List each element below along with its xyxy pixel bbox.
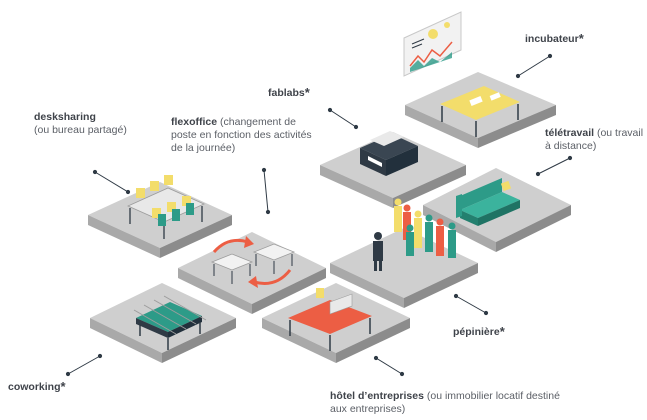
foosball-table-icon: [133, 295, 207, 350]
label-teletravail-desc: (ou travail à distance): [545, 127, 644, 152]
label-incubateur-star: *: [578, 31, 584, 46]
label-coworking: coworking*: [8, 379, 66, 394]
label-incubateur-title: incubateur: [525, 33, 579, 45]
label-hotel: hôtel d’entreprises (ou immobilier locat…: [330, 390, 570, 416]
label-fablabs-title: fablabs: [268, 87, 305, 99]
label-teletravail-title: télétravail: [545, 127, 595, 139]
sofa-icon: [456, 178, 520, 226]
label-coworking-star: *: [60, 379, 66, 394]
whiteboard-icon: [403, 11, 462, 77]
label-desksharing-title: desksharing: [34, 111, 96, 123]
flex-desks-icon: [210, 243, 296, 284]
office-desk-icon: [288, 288, 372, 351]
printer-icon: [360, 131, 418, 176]
label-pepiniere: pépinière*: [453, 324, 505, 339]
label-incubateur: incubateur*: [525, 31, 584, 46]
label-coworking-title: coworking: [8, 381, 61, 393]
label-desksharing: desksharing (ou bureau partagé): [34, 111, 152, 137]
label-fablabs-star: *: [304, 85, 310, 100]
label-pepiniere-title: pépinière: [453, 326, 500, 338]
label-flexoffice-desc: (changement de poste en fonction des act…: [171, 116, 312, 154]
label-pepiniere-star: *: [499, 324, 505, 339]
label-flexoffice: flexoffice (changement de poste en fonct…: [171, 116, 319, 155]
people-group-icon: [373, 198, 456, 271]
label-hotel-title: hôtel d’entreprises: [330, 390, 424, 402]
label-flexoffice-title: flexoffice: [171, 116, 218, 128]
rotate-arrows-icon: [212, 236, 292, 288]
label-desksharing-desc: (ou bureau partagé): [34, 124, 127, 136]
label-hotel-desc: (ou immobilier locatif destiné aux entre…: [330, 390, 560, 415]
label-fablabs: fablabs*: [268, 85, 310, 100]
yellow-table-icon: [440, 86, 520, 137]
leader-lines: [65, 53, 573, 377]
shared-desk-icon: [127, 175, 205, 239]
label-teletravail: télétravail (ou travail à distance): [545, 127, 645, 153]
